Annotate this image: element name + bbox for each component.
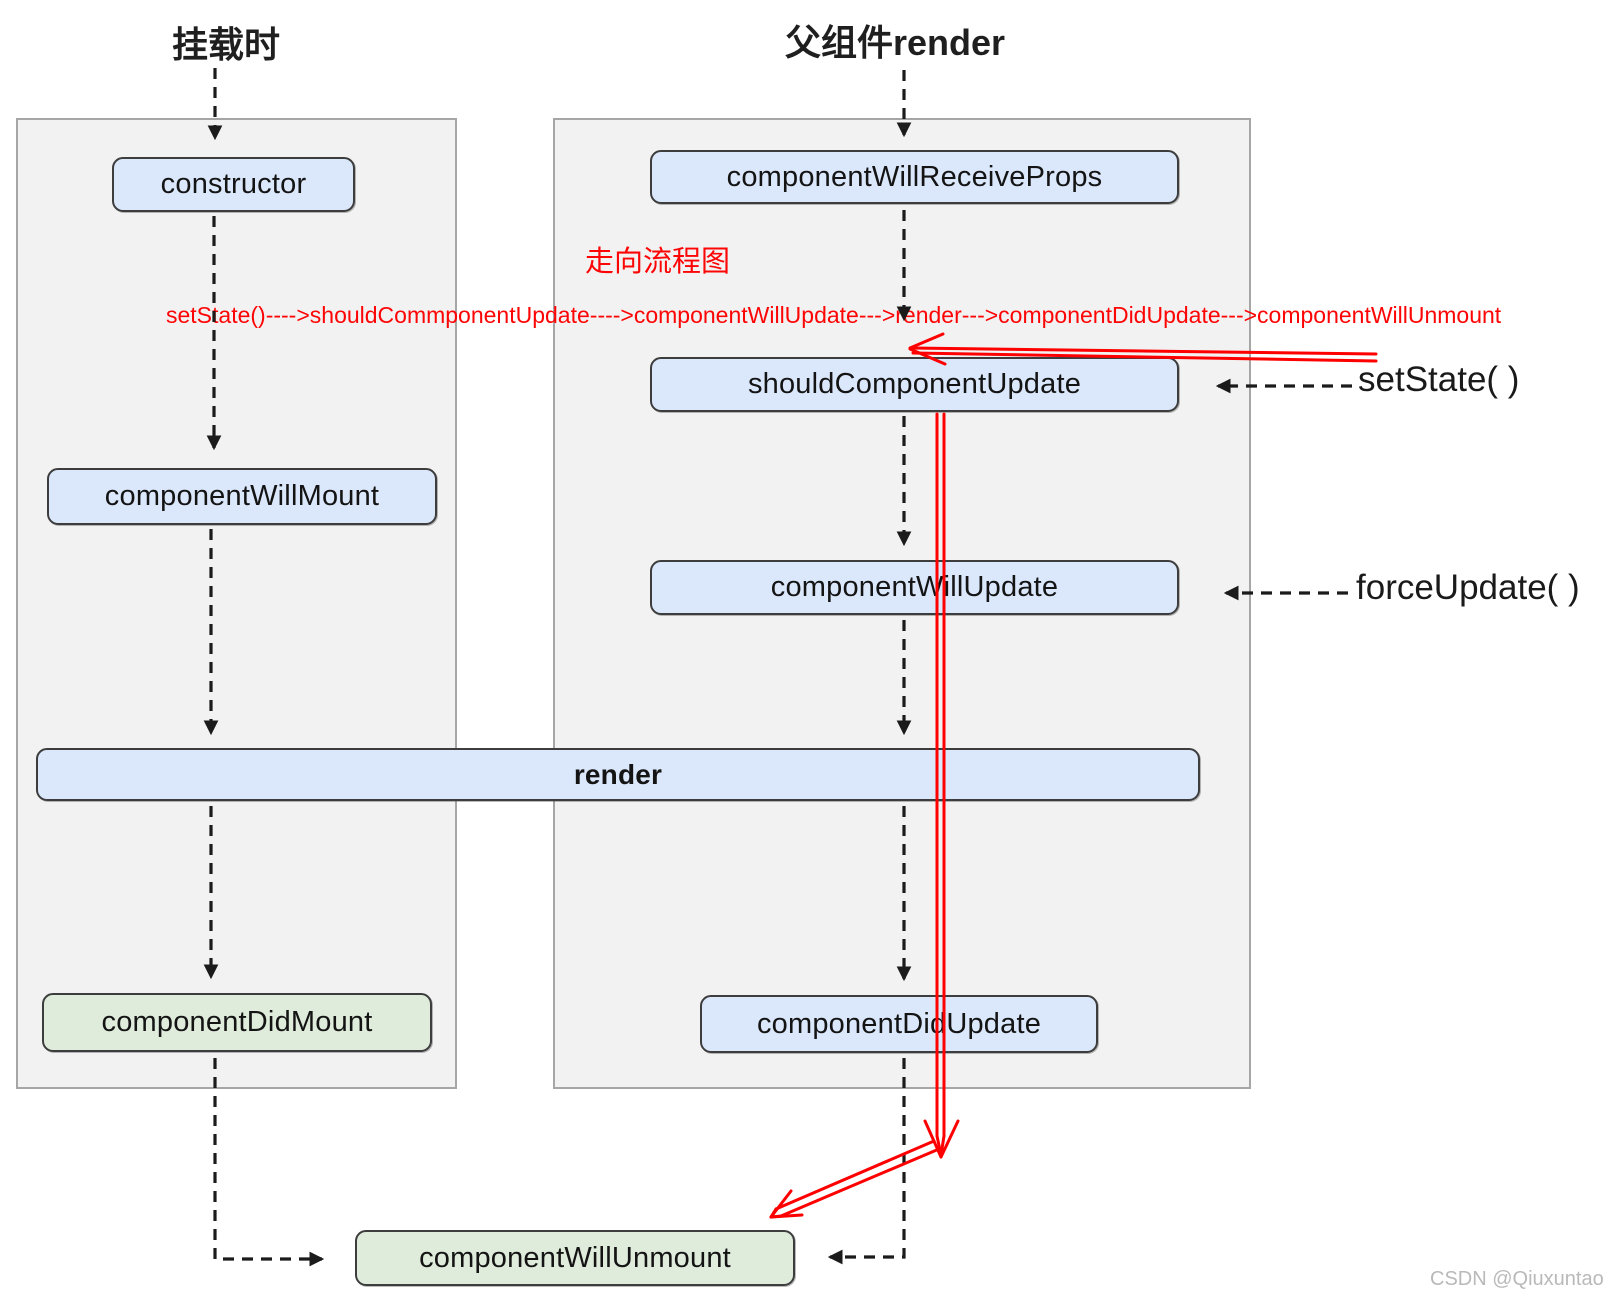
red-diagonal-arrow [769, 1139, 941, 1219]
constructor-box: constructor [112, 157, 355, 212]
watermark: CSDN @Qiuxuntao [1430, 1268, 1604, 1290]
component-will-update-box: componentWillUpdate [650, 560, 1179, 615]
set-state-label: setState( ) [1358, 360, 1520, 399]
flow-sequence-annotation: setState()---->shouldCommponentUpdate---… [166, 302, 1502, 328]
force-update-label: forceUpdate( ) [1356, 568, 1580, 607]
mount-phase-title: 挂载时 [171, 24, 280, 65]
component-did-mount-box: componentDidMount [42, 993, 432, 1052]
should-component-update-box: shouldComponentUpdate [650, 357, 1179, 412]
component-will-receive-props-box: componentWillReceiveProps [650, 150, 1179, 204]
render-box: render [36, 748, 1200, 801]
component-did-update-box: componentDidUpdate [700, 995, 1098, 1053]
mount-phase-panel [16, 118, 457, 1089]
parent-render-title: 父组件render [784, 22, 1006, 63]
flow-chart-annotation-title: 走向流程图 [585, 246, 731, 278]
component-will-mount-box: componentWillMount [47, 468, 437, 525]
component-will-unmount-box: componentWillUnmount [355, 1230, 795, 1286]
